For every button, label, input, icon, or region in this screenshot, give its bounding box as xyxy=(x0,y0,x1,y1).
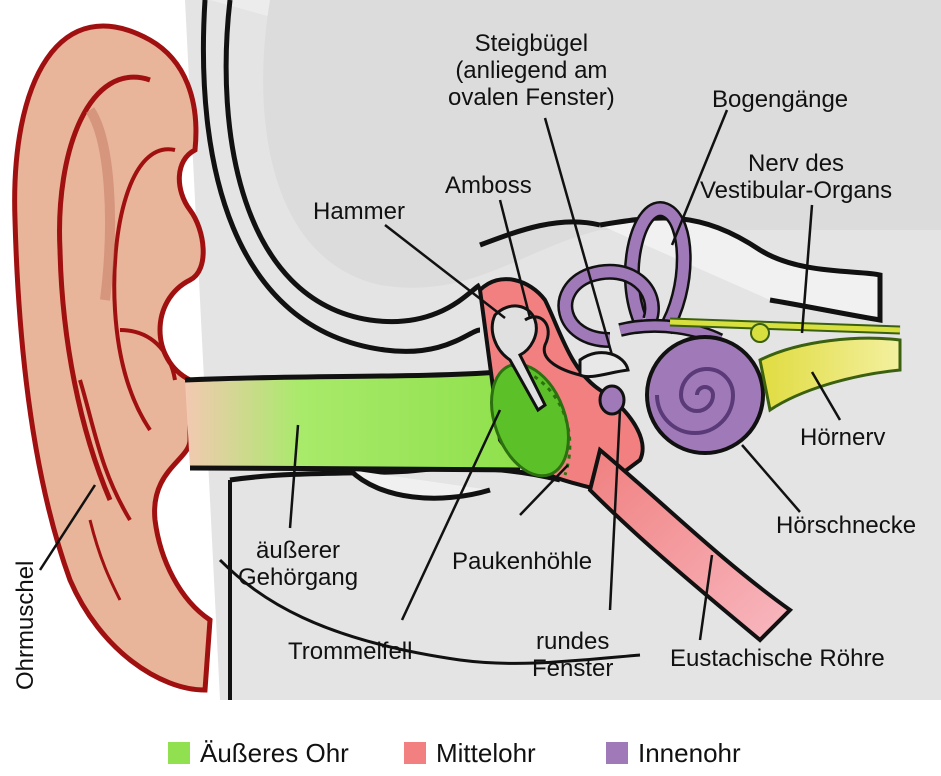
ear-canal xyxy=(185,372,520,470)
auricle xyxy=(15,26,210,690)
label-hammer: Hammer xyxy=(313,198,405,226)
label-bogengaenge: Bogengänge xyxy=(712,86,848,114)
label-steigbuegel: Steigbügel (anliegend am ovalen Fenster) xyxy=(448,30,615,111)
label-rundes-fenster: rundes Fenster xyxy=(532,628,613,682)
legend-swatch-outer-ear xyxy=(168,742,190,764)
legend-swatch-middle-ear xyxy=(404,742,426,764)
label-hoerschnecke: Hörschnecke xyxy=(776,512,916,540)
legend-label-inner-ear: Innenohr xyxy=(638,738,741,769)
legend-item-middle-ear: Mittelohr xyxy=(404,738,536,768)
label-paukenhoehle: Paukenhöhle xyxy=(452,548,592,576)
label-nerv-vestibular: Nerv des Vestibular-Organs xyxy=(700,150,892,204)
label-ohrmuschel: Ohrmuschel xyxy=(12,561,40,690)
label-trommelfell: Trommelfell xyxy=(288,638,412,666)
label-eustachische-roehre: Eustachische Röhre xyxy=(670,645,885,673)
legend-label-outer-ear: Äußeres Ohr xyxy=(200,738,349,769)
legend-label-middle-ear: Mittelohr xyxy=(436,738,536,769)
label-aeusserer-gehoergang: äußerer Gehörgang xyxy=(238,537,358,591)
legend-item-outer-ear: Äußeres Ohr xyxy=(168,738,349,768)
legend-swatch-inner-ear xyxy=(606,742,628,764)
label-amboss: Amboss xyxy=(445,172,532,200)
label-hoernerv: Hörnerv xyxy=(800,424,885,452)
legend-item-inner-ear: Innenohr xyxy=(606,738,741,768)
